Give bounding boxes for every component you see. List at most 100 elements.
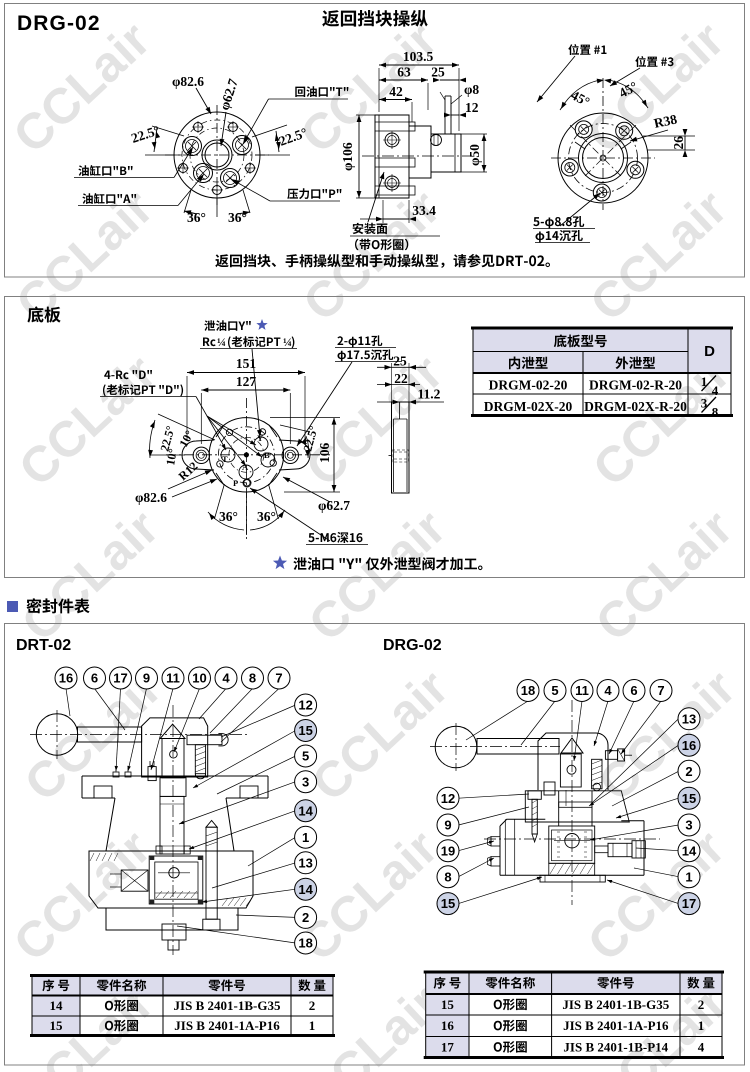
svg-text:17: 17 (682, 896, 696, 911)
svg-text:4: 4 (222, 671, 230, 686)
svg-text:12: 12 (298, 698, 312, 713)
svg-text:13: 13 (682, 711, 696, 726)
svg-text:φ82.6: φ82.6 (135, 490, 167, 505)
svg-text:16: 16 (441, 1018, 455, 1033)
svg-text:10°: 10° (176, 428, 196, 450)
svg-text:1: 1 (309, 1018, 316, 1033)
svg-text:1: 1 (685, 869, 692, 884)
svg-text:JIS B 2401-1A-P16: JIS B 2401-1A-P16 (563, 1018, 669, 1033)
svg-text:φ62.7: φ62.7 (217, 77, 241, 112)
svg-text:4: 4 (698, 1040, 705, 1055)
svg-text:16: 16 (682, 738, 696, 753)
svg-text:DRT-02: DRT-02 (16, 637, 71, 654)
svg-text:2: 2 (698, 997, 705, 1012)
svg-text:12: 12 (465, 100, 479, 115)
svg-text:11: 11 (166, 671, 180, 686)
svg-text:11: 11 (575, 683, 589, 698)
svg-text:8: 8 (712, 405, 719, 420)
svg-text:15: 15 (682, 791, 696, 806)
svg-text:36°: 36° (187, 210, 206, 225)
svg-text:22.5°: 22.5° (277, 125, 309, 149)
svg-text:CCLair: CCLair (8, 344, 166, 497)
svg-text:φ62.7: φ62.7 (318, 498, 350, 513)
svg-text:9: 9 (143, 671, 150, 686)
svg-text:7: 7 (657, 683, 664, 698)
svg-text:8: 8 (444, 869, 451, 884)
svg-text:10°: 10° (163, 447, 180, 466)
svg-text:18: 18 (298, 936, 312, 951)
svg-text:127: 127 (236, 374, 257, 389)
svg-text:3: 3 (701, 396, 708, 411)
svg-text:18: 18 (521, 683, 535, 698)
svg-text:1: 1 (701, 374, 708, 389)
svg-text:14: 14 (298, 803, 313, 818)
svg-text:DRGM-02-20: DRGM-02-20 (489, 378, 568, 393)
svg-text:5: 5 (551, 683, 558, 698)
svg-text:6: 6 (91, 671, 98, 686)
svg-text:14: 14 (50, 998, 64, 1013)
svg-text:DRG-02: DRG-02 (383, 637, 442, 654)
svg-text:φ8: φ8 (464, 82, 479, 97)
svg-text:T: T (222, 454, 228, 464)
svg-text:103.5: 103.5 (403, 49, 434, 64)
svg-text:16: 16 (59, 671, 73, 686)
svg-text:CCLair: CCLair (3, 819, 161, 972)
svg-text:D: D (704, 343, 715, 360)
svg-text:36°: 36° (257, 509, 276, 524)
svg-text:4: 4 (712, 383, 719, 398)
svg-text:22.5°: 22.5° (157, 424, 177, 453)
svg-text:6: 6 (630, 683, 637, 698)
svg-text:25: 25 (393, 354, 407, 369)
svg-text:R38: R38 (653, 111, 679, 131)
svg-text:DRGM-02X-R-20: DRGM-02X-R-20 (584, 399, 687, 414)
svg-text:151: 151 (236, 356, 257, 371)
svg-text:33.4: 33.4 (412, 203, 436, 218)
svg-text:3: 3 (302, 774, 309, 789)
svg-text:DRG-02: DRG-02 (17, 12, 101, 35)
svg-text:CCLair: CCLair (577, 819, 735, 972)
svg-text:CCLair: CCLair (295, 344, 453, 497)
svg-text:15: 15 (441, 896, 455, 911)
svg-text:63: 63 (397, 65, 411, 80)
svg-text:14: 14 (682, 843, 697, 858)
svg-text:φ50: φ50 (467, 144, 482, 166)
svg-text:CCLair: CCLair (298, 499, 456, 652)
svg-text:22: 22 (394, 371, 408, 386)
svg-text:17: 17 (441, 1040, 455, 1055)
svg-text:JIS B 2401-1B-P14: JIS B 2401-1B-P14 (563, 1040, 668, 1055)
svg-text:Y: Y (257, 433, 263, 443)
svg-text:P: P (233, 478, 238, 488)
svg-text:DRGM-02X-20: DRGM-02X-20 (484, 399, 573, 414)
svg-text:φ82.6: φ82.6 (172, 74, 204, 89)
svg-text:DRGM-02-R-20: DRGM-02-R-20 (589, 378, 682, 393)
svg-text:9: 9 (444, 818, 451, 833)
svg-text:CCLair: CCLair (577, 11, 735, 164)
svg-text:JIS B 2401-1A-P16: JIS B 2401-1A-P16 (174, 1018, 280, 1033)
svg-text:15: 15 (298, 723, 312, 738)
svg-text:4: 4 (604, 683, 612, 698)
svg-text:42: 42 (389, 84, 403, 99)
svg-text:¼: ¼ (217, 335, 226, 349)
svg-text:2: 2 (309, 998, 316, 1013)
svg-text:12: 12 (441, 791, 455, 806)
svg-text:11.2: 11.2 (418, 387, 441, 402)
svg-text:25: 25 (431, 65, 445, 80)
svg-text:26: 26 (671, 136, 686, 150)
svg-text:1: 1 (698, 1018, 705, 1033)
svg-text:¼: ¼ (283, 335, 292, 349)
svg-text:B: B (264, 450, 270, 460)
svg-text:3: 3 (685, 818, 692, 833)
svg-text:CCLair: CCLair (11, 499, 169, 652)
svg-text:CCLair: CCLair (301, 659, 459, 812)
svg-text:A: A (242, 462, 249, 472)
svg-text:φ106: φ106 (340, 142, 355, 171)
svg-text:15: 15 (441, 997, 455, 1012)
svg-text:8: 8 (249, 671, 256, 686)
svg-text:5: 5 (302, 749, 309, 764)
svg-text:17: 17 (113, 671, 127, 686)
svg-text:CCLair: CCLair (579, 179, 737, 332)
svg-text:2: 2 (302, 910, 309, 925)
svg-text:1: 1 (302, 830, 309, 845)
svg-text:36°: 36° (228, 210, 247, 225)
svg-text:JIS B 2401-1B-G35: JIS B 2401-1B-G35 (562, 997, 669, 1012)
